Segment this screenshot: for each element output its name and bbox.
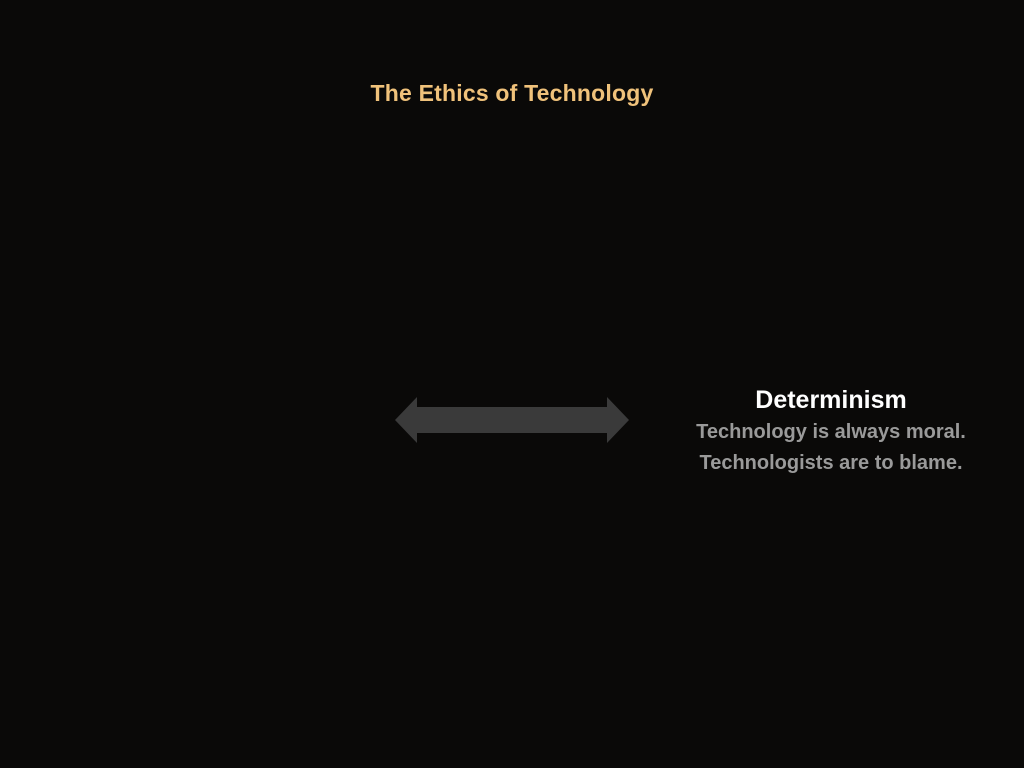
- slide-title: The Ethics of Technology: [370, 80, 654, 106]
- double-arrow-icon: [395, 397, 629, 443]
- concept-line-2: Technologists are to blame.: [699, 452, 963, 474]
- concept-line-1: Technology is always moral.: [696, 421, 966, 443]
- concept-heading: Determinism: [755, 386, 907, 414]
- concept-block: Determinism Technology is always moral. …: [672, 383, 990, 479]
